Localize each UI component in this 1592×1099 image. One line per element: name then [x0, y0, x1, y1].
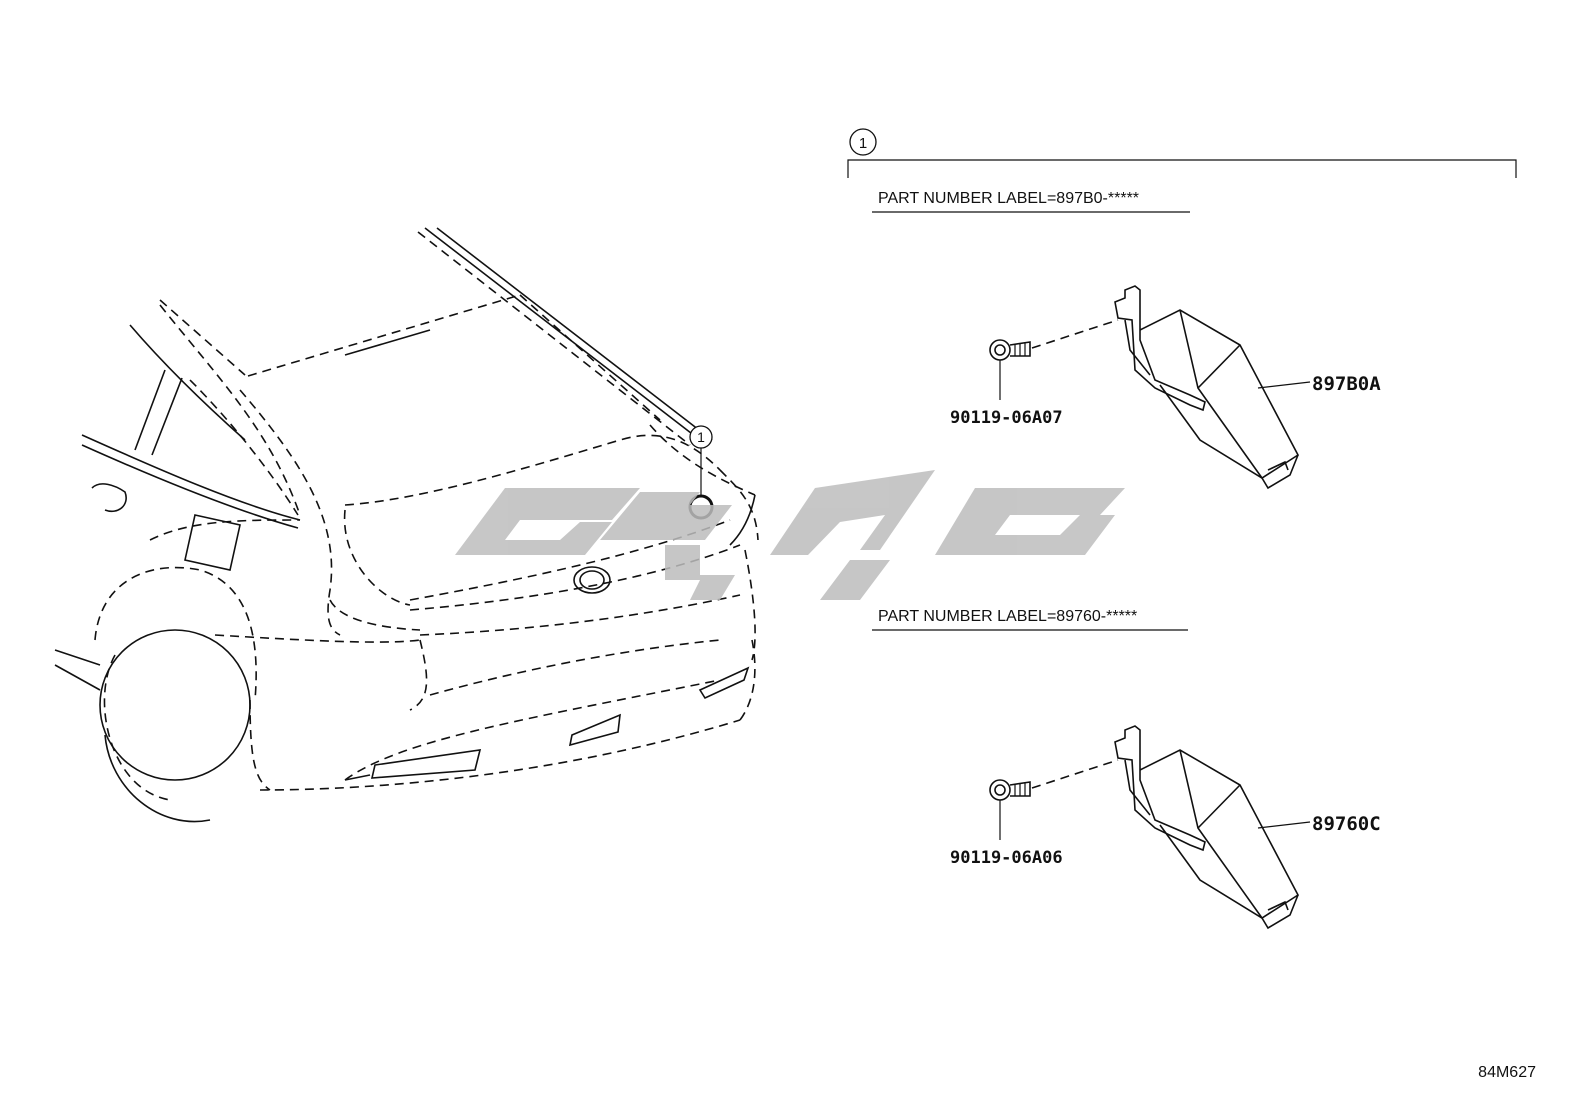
part-number-label-upper: PART NUMBER LABEL=897B0-*****: [878, 190, 1139, 207]
bolt-lower-drawing: [989, 759, 1119, 840]
assembly-bracket: 1: [847, 128, 1517, 178]
bolt-upper-drawing: [989, 319, 1119, 400]
part-number-lower-bolt: 90119-06A06: [950, 848, 1063, 868]
callout-number-vehicle: 1: [697, 429, 705, 445]
module-lower-drawing: [1114, 725, 1311, 930]
vehicle-rear-view: [54, 227, 759, 823]
part-number-upper-bolt: 90119-06A07: [950, 408, 1063, 428]
callout-bubble-vehicle: 1: [689, 425, 713, 449]
diagram-code: 84M627: [1478, 1064, 1536, 1081]
watermark-logo: [455, 470, 1125, 600]
module-upper-drawing: [1114, 285, 1311, 490]
part-number-label-lower: PART NUMBER LABEL=89760-*****: [878, 608, 1137, 625]
callout-number-assembly: 1: [859, 135, 867, 152]
part-number-lower-module: 89760C: [1312, 813, 1381, 835]
part-number-upper-module: 897B0A: [1312, 373, 1381, 395]
